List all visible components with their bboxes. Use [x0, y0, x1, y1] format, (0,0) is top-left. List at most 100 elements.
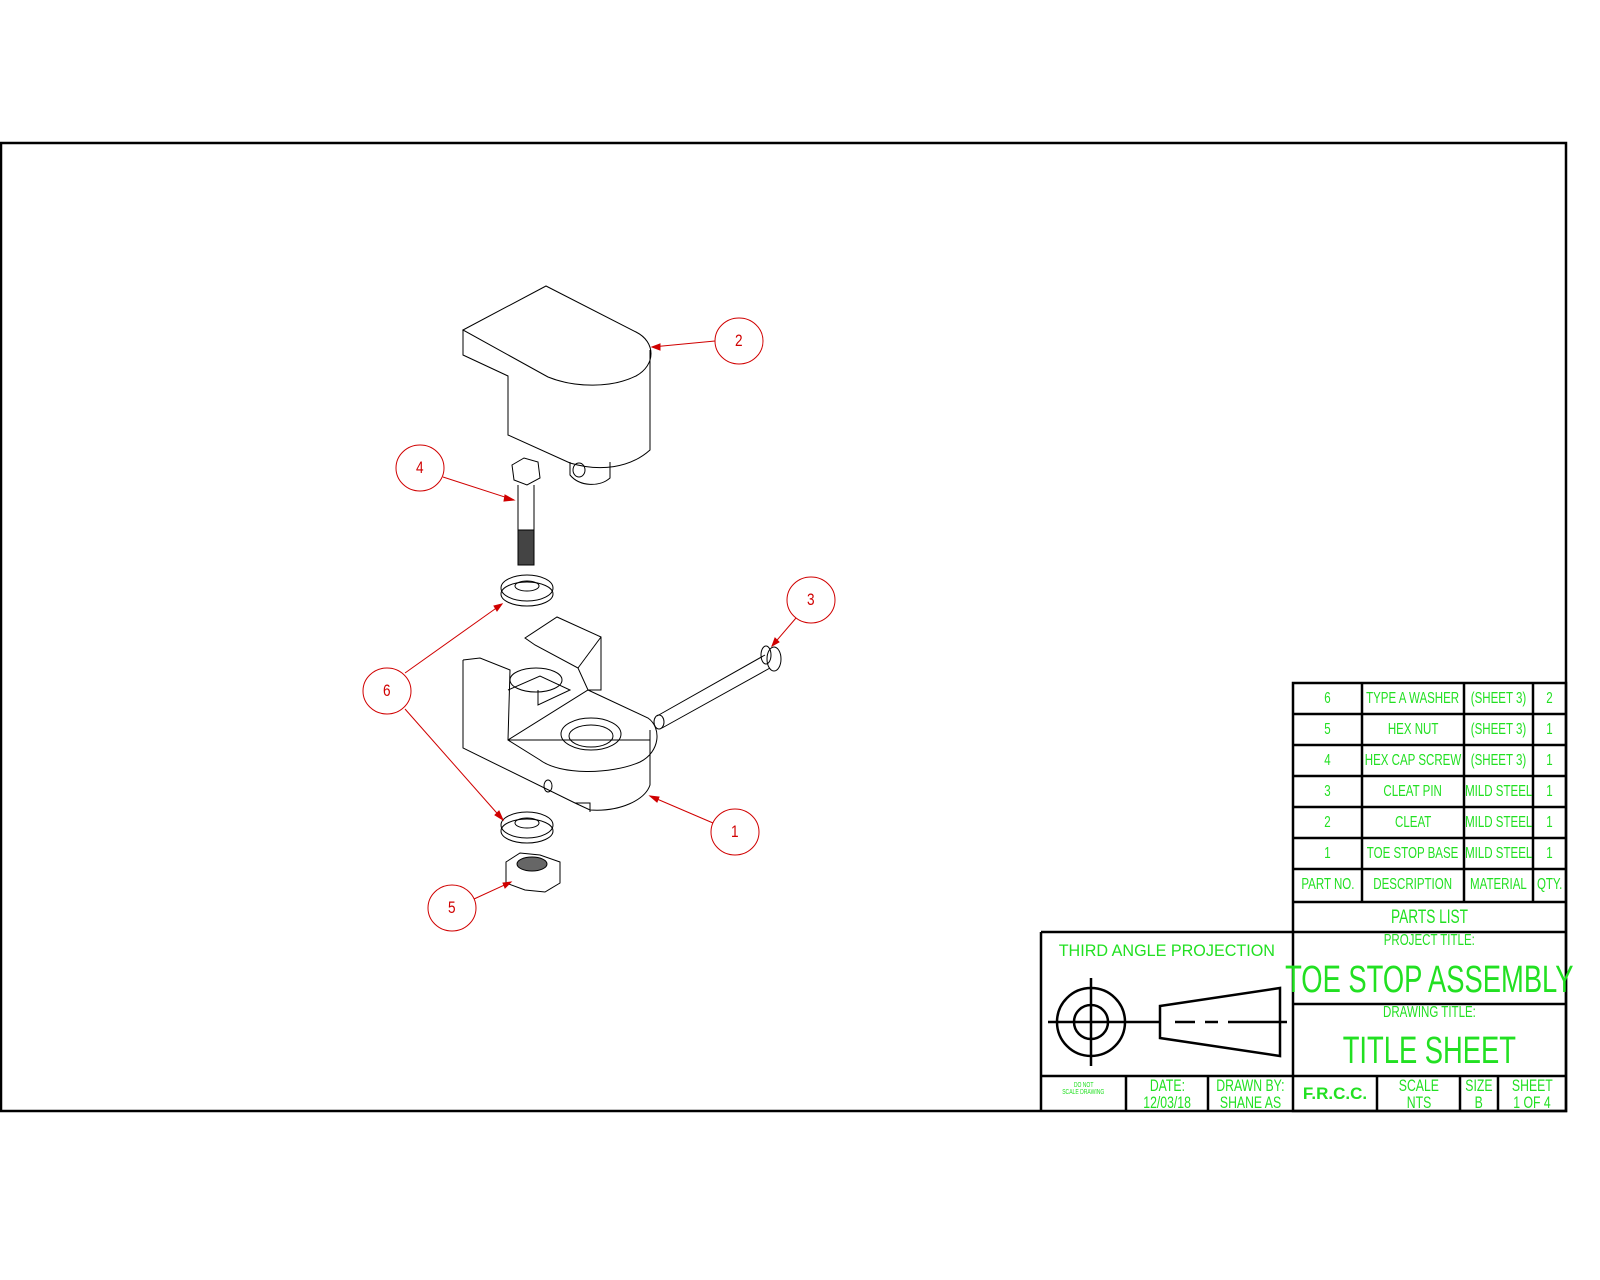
cell-text: 1: [1546, 720, 1553, 738]
parts-list-cell-description: TOE STOP BASE: [1362, 838, 1464, 869]
cell-text: MATERIAL: [1470, 875, 1527, 893]
parts-list-row: 6 TYPE A WASHER (SHEET 3) 2: [1293, 683, 1566, 714]
hex-nut-part: [505, 852, 561, 893]
cell-text: 3: [1324, 782, 1331, 800]
parts-list-cell-description: CLEAT PIN: [1362, 776, 1464, 807]
parts-list-cell-part-no: PART NO.: [1293, 869, 1362, 900]
projection-symbol: [1048, 978, 1287, 1066]
cell-text: 2: [1324, 813, 1331, 831]
cell-text: MILD STEEL: [1464, 813, 1533, 831]
parts-list-cell-material: MILD STEEL: [1464, 807, 1533, 838]
parts-list-row: 3 CLEAT PIN MILD STEEL 1: [1293, 776, 1566, 807]
cell-text: HEX CAP SCREW: [1364, 751, 1462, 769]
cell-text: 1: [1546, 782, 1553, 800]
drawing-border: [0, 141, 1568, 1113]
callout-number: 4: [416, 458, 424, 477]
parts-list-cell-material: (SHEET 3): [1464, 683, 1533, 714]
parts-list-cell-qty: 1: [1533, 776, 1566, 807]
cell-text: PART NO.: [1300, 875, 1355, 893]
parts-list-cell-material: (SHEET 3): [1464, 745, 1533, 776]
cell-text: (SHEET 3): [1470, 689, 1527, 707]
washer-bottom-part: [500, 811, 554, 844]
parts-list-cell-material: (SHEET 3): [1464, 714, 1533, 745]
drawing-title-label: DRAWING TITLE:: [1383, 1004, 1476, 1021]
callout-3: 3: [787, 577, 835, 623]
parts-list-cell-part-no: 6: [1293, 683, 1362, 714]
base-part: [462, 616, 658, 812]
cell-text: 2: [1546, 689, 1553, 707]
project-title-label: PROJECT TITLE:: [1383, 932, 1476, 949]
cell-text: MILD STEEL: [1464, 844, 1533, 862]
cell-text: 1: [1546, 813, 1553, 831]
cell-text: TOE STOP BASE: [1367, 844, 1459, 862]
cell-text: (SHEET 3): [1470, 720, 1527, 738]
parts-list-cell-description: CLEAT: [1362, 807, 1464, 838]
washer-top-part: [500, 574, 554, 607]
callout-5: 5: [428, 885, 476, 931]
parts-list-cell-qty: 1: [1533, 807, 1566, 838]
callout-number: 5: [448, 898, 456, 917]
parts-list-cell-description: TYPE A WASHER: [1362, 683, 1464, 714]
parts-list-cell-qty: QTY.: [1533, 869, 1566, 900]
cell-text: MILD STEEL: [1464, 782, 1533, 800]
callout-leaders: [404, 340, 797, 900]
parts-list-cell-qty: 2: [1533, 683, 1566, 714]
parts-list: 6 TYPE A WASHER (SHEET 3) 2 5 HEX NUT (SHEET 3…: [1293, 683, 1566, 902]
cleat-part: [461, 285, 652, 485]
parts-list-row: 5 HEX NUT (SHEET 3) 1: [1293, 714, 1566, 745]
cell-text: (SHEET 3): [1470, 751, 1527, 769]
cell-text: 1: [1546, 751, 1553, 769]
cell-text: 4: [1324, 751, 1331, 769]
parts-list-cell-qty: 1: [1533, 838, 1566, 869]
callout-2: 2: [715, 318, 763, 364]
parts-list-cell-description: DESCRIPTION: [1362, 869, 1464, 900]
callout-1: 1: [711, 809, 759, 855]
callout-balloons: [362, 317, 836, 932]
parts-list-header: PART NO. DESCRIPTION MATERIAL QTY.: [1293, 869, 1566, 900]
callout-6: 6: [363, 668, 411, 714]
parts-list-cell-material: MATERIAL: [1464, 869, 1533, 900]
cell-text: 1: [1324, 844, 1331, 862]
parts-list-cell-part-no: 4: [1293, 745, 1362, 776]
parts-list-cell-material: MILD STEEL: [1464, 776, 1533, 807]
date-field: DATE:12/03/18: [1143, 1076, 1191, 1112]
parts-list-cell-qty: 1: [1533, 714, 1566, 745]
cell-text: 6: [1324, 689, 1331, 707]
parts-list-cell-part-no: 1: [1293, 838, 1362, 869]
parts-list-row: 4 HEX CAP SCREW (SHEET 3) 1: [1293, 745, 1566, 776]
parts-list-cell-material: MILD STEEL: [1464, 838, 1533, 869]
drawing-title: TITLE SHEET: [1342, 1030, 1517, 1072]
callout-4: 4: [396, 445, 444, 491]
parts-list-row: 1 TOE STOP BASE MILD STEEL 1: [1293, 838, 1566, 869]
callout-number: 3: [807, 590, 815, 609]
parts-list-cell-description: HEX CAP SCREW: [1362, 745, 1464, 776]
parts-list-cell-part-no: 3: [1293, 776, 1362, 807]
cell-text: DESCRIPTION: [1373, 875, 1453, 893]
parts-list-cell-part-no: 2: [1293, 807, 1362, 838]
parts-list-cell-qty: 1: [1533, 745, 1566, 776]
cell-text: HEX NUT: [1387, 720, 1439, 738]
callout-number: 6: [383, 681, 391, 700]
callout-number: 2: [735, 331, 743, 350]
cell-text: TYPE A WASHER: [1366, 689, 1460, 707]
cell-text: 1: [1546, 844, 1553, 862]
cell-text: CLEAT PIN: [1383, 782, 1443, 800]
parts-list-row: 2 CLEAT MILD STEEL 1: [1293, 807, 1566, 838]
cleat-pin-part: [653, 645, 782, 730]
parts-list-cell-description: HEX NUT: [1362, 714, 1464, 745]
projection-label: THIRD ANGLE PROJECTION: [1058, 940, 1276, 960]
title-block-lines: [1039, 681, 1568, 1113]
cell-text: CLEAT: [1394, 813, 1432, 831]
school-logo: F.R.C.C.: [1302, 1084, 1368, 1103]
parts-list-cell-part-no: 5: [1293, 714, 1362, 745]
hex-cap-screw-part: [511, 457, 541, 566]
drawn-by-field: DRAWN BY:SHANE AS: [1216, 1076, 1285, 1112]
project-title: TOE STOP ASSEMBLY: [1285, 959, 1574, 1001]
callout-number: 1: [731, 822, 739, 841]
cell-text: QTY.: [1536, 875, 1563, 893]
cell-text: 5: [1324, 720, 1331, 738]
